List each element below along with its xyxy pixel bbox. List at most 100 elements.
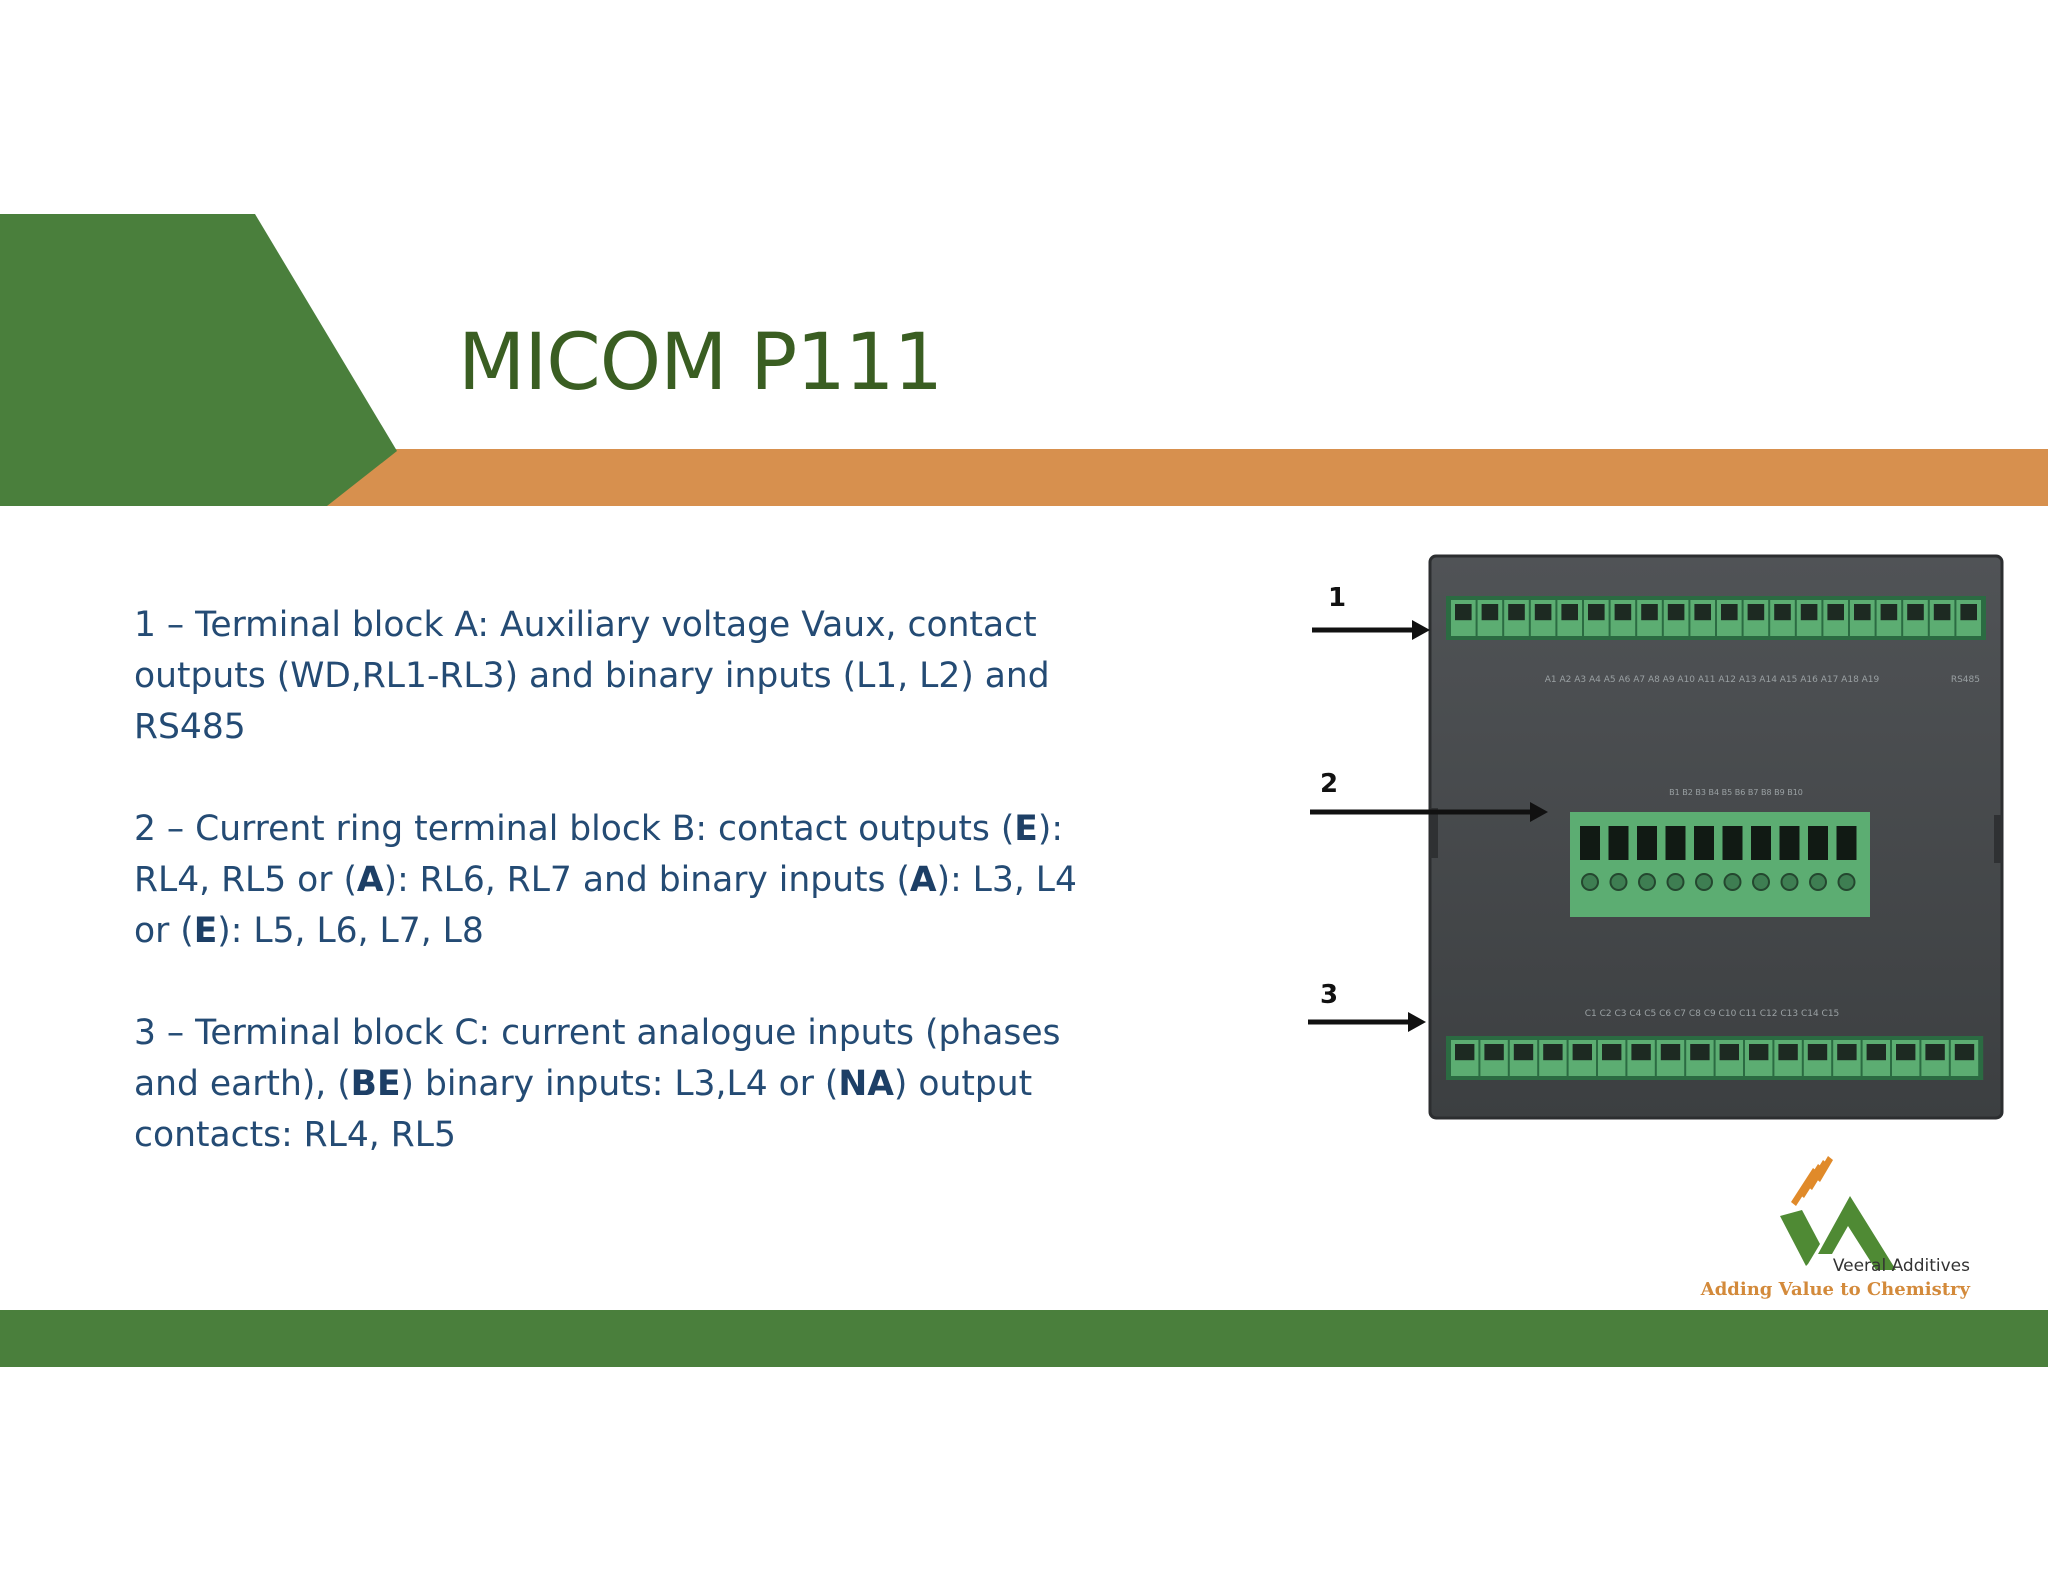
bold-code: E xyxy=(1014,809,1038,849)
plug-screw xyxy=(1581,873,1599,891)
terminal-screw-slot xyxy=(1588,604,1605,621)
logo-mark-v xyxy=(1780,1210,1820,1266)
terminal-screw-slot xyxy=(1561,604,1578,621)
terminal-labels-b: B1 B2 B3 B4 B5 B6 B7 B8 B9 B10 xyxy=(1669,788,1803,797)
header-band xyxy=(0,214,2048,506)
plug-socket xyxy=(1694,826,1714,860)
terminal-screw-slot xyxy=(1954,1044,1975,1061)
plug-socket xyxy=(1637,826,1657,860)
green-corner xyxy=(0,214,397,506)
terminal-screw-slot xyxy=(1960,604,1977,621)
text-segment: ) binary inputs: L3,L4 or ( xyxy=(400,1064,839,1104)
terminal-screw-slot xyxy=(1513,1044,1534,1061)
terminal-screw-slot xyxy=(1667,604,1685,621)
terminal-screw-slot xyxy=(1690,1044,1710,1061)
text-segment: ): L5, L6, L7, L8 xyxy=(217,911,484,951)
plug-socket xyxy=(1779,826,1800,860)
plug-socket xyxy=(1722,826,1743,860)
bold-code: BE xyxy=(350,1064,401,1104)
plug-screw xyxy=(1752,873,1770,891)
text-segment: ): L3, L4 or ( xyxy=(134,860,1077,951)
plug-screw xyxy=(1609,873,1628,891)
terminal-screw-slot xyxy=(1631,1044,1651,1061)
text-segment: ): RL4, RL5 or ( xyxy=(134,809,1063,900)
plug-screw xyxy=(1723,873,1742,891)
description-paragraph-2: 2 – Current ring terminal block B: conta… xyxy=(134,804,1094,957)
plug-socket xyxy=(1836,826,1857,860)
logo-stripes xyxy=(1791,1156,1833,1206)
terminal-screw-slot xyxy=(1925,1044,1945,1061)
terminal-block-c xyxy=(1446,1036,1984,1080)
rs485-label: RS485 xyxy=(1951,675,1980,685)
terminal-screw-slot xyxy=(1896,1044,1916,1061)
plug-socket xyxy=(1608,826,1629,860)
plug-screw xyxy=(1666,873,1685,891)
text-segment: ) output contacts: RL4, RL5 xyxy=(134,1064,1033,1155)
terminal-screw-slot xyxy=(1800,604,1818,621)
callout-2: 2 xyxy=(1320,769,1338,799)
terminal-screw-slot xyxy=(1641,604,1658,621)
company-tagline: Adding Value to Chemistry xyxy=(1700,1279,1970,1300)
plug-screw xyxy=(1809,873,1827,891)
terminal-screw-slot xyxy=(1572,1044,1592,1061)
plug-socket xyxy=(1808,826,1828,860)
terminal-screw-slot xyxy=(1614,604,1632,621)
terminal-screw-slot xyxy=(1721,604,1738,621)
terminal-block-b xyxy=(1570,812,1870,917)
terminal-screw-slot xyxy=(1455,604,1472,621)
terminal-screw-slot xyxy=(1543,1044,1563,1061)
callout-1: 1 xyxy=(1328,583,1346,613)
callout-arrowhead-3 xyxy=(1408,1012,1426,1032)
text-segment: 1 – Terminal block A: Auxiliary voltage … xyxy=(134,605,1050,747)
veeral-additives-logo xyxy=(1780,1156,1896,1270)
relay-device-image: A1 A2 A3 A4 A5 A6 A7 A8 A9 A10 A11 A12 A… xyxy=(1308,554,2004,1120)
terminal-screw-slot xyxy=(1880,604,1898,621)
slide-title: MICOM P111 xyxy=(458,318,943,408)
terminal-screw-slot xyxy=(1827,604,1844,621)
side-notch-left xyxy=(1430,808,1438,858)
terminal-screw-slot xyxy=(1866,1044,1886,1061)
side-notch-right xyxy=(1994,815,2002,863)
callout-3: 3 xyxy=(1320,980,1338,1010)
terminal-screw-slot xyxy=(1907,604,1924,621)
plug-screw xyxy=(1695,873,1713,891)
callout-arrowhead-1 xyxy=(1412,620,1430,640)
text-segment: 3 – Terminal block C: current analogue i… xyxy=(134,1013,1061,1104)
terminal-screw-slot xyxy=(1481,604,1499,621)
orange-stripe xyxy=(325,449,2048,506)
terminal-screw-slot xyxy=(1484,1044,1504,1061)
description-paragraph-3: 3 – Terminal block C: current analogue i… xyxy=(134,1008,1094,1161)
terminal-screw-slot xyxy=(1747,604,1765,621)
terminal-labels-c: C1 C2 C3 C4 C5 C6 C7 C8 C9 C10 C11 C12 C… xyxy=(1585,1009,1840,1019)
terminal-screw-slot xyxy=(1774,604,1791,621)
plug-screw xyxy=(1780,873,1799,891)
terminal-screw-slot xyxy=(1854,604,1871,621)
terminal-screw-slot xyxy=(1660,1044,1681,1061)
plug-socket xyxy=(1580,826,1600,860)
terminal-screw-slot xyxy=(1602,1044,1622,1061)
text-segment: ): RL6, RL7 and binary inputs ( xyxy=(383,860,910,900)
plug-socket xyxy=(1751,826,1771,860)
terminal-screw-slot xyxy=(1694,604,1711,621)
bold-code: E xyxy=(193,911,218,951)
terminal-screw-slot xyxy=(1455,1044,1475,1061)
plug-socket xyxy=(1665,826,1686,860)
bold-code: A xyxy=(356,860,384,900)
plug-screw xyxy=(1638,873,1656,891)
terminal-screw-slot xyxy=(1508,604,1525,621)
bold-code: A xyxy=(909,860,937,900)
company-name: Veeral Additives xyxy=(1832,1256,1970,1276)
terminal-labels-a: A1 A2 A3 A4 A5 A6 A7 A8 A9 A10 A11 A12 A… xyxy=(1545,675,1880,685)
terminal-block-a xyxy=(1446,596,1986,640)
terminal-screw-slot xyxy=(1719,1044,1739,1061)
logo-mark-a xyxy=(1818,1196,1896,1270)
callout-arrowhead-2 xyxy=(1530,802,1548,822)
terminal-screw-slot xyxy=(1749,1044,1769,1061)
terminal-screw-slot xyxy=(1807,1044,1828,1061)
terminal-screw-slot xyxy=(1534,604,1552,621)
description-paragraph-1: 1 – Terminal block A: Auxiliary voltage … xyxy=(134,600,1094,753)
terminal-screw-slot xyxy=(1837,1044,1857,1061)
terminal-screw-slot xyxy=(1933,604,1951,621)
description-list: 1 – Terminal block A: Auxiliary voltage … xyxy=(134,600,1094,1212)
plug-screw xyxy=(1837,873,1856,891)
